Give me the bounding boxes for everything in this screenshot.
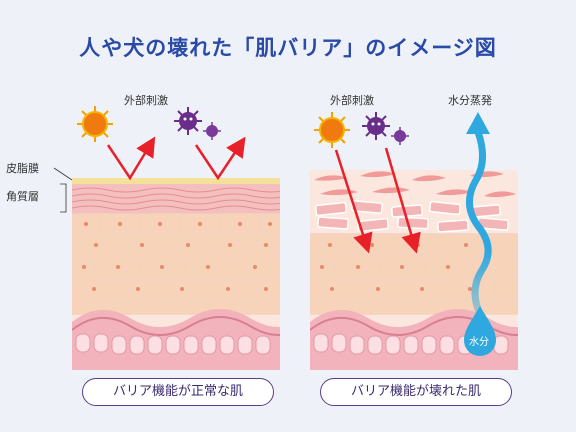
- bounce-arrow-left-2: [194, 136, 246, 181]
- normal-skin-caption: バリア機能が正常な肌: [82, 378, 274, 406]
- external-stimulus-label-right: 外部刺激: [330, 94, 374, 107]
- broken-skin-caption: バリア機能が壊れた肌: [320, 378, 512, 406]
- layer-pointers: [53, 167, 73, 213]
- sebum-layer: [72, 178, 280, 184]
- bounce-arrow-left-1: [106, 136, 156, 181]
- water-evaporation-label: 水分蒸発: [448, 94, 492, 107]
- penetration-arrow-1: [334, 149, 373, 254]
- virus-icon-right-large: [362, 112, 390, 140]
- penetration-arrow-2: [384, 147, 421, 254]
- virus-icon-left-large: [174, 107, 202, 135]
- broken-corneum-flakes: [314, 171, 516, 198]
- water-arrow-head: [466, 112, 490, 134]
- broken-corneum-cells: [315, 200, 509, 233]
- moisture-label: 水分: [469, 337, 489, 348]
- sun-icon-right: [314, 112, 350, 148]
- water-evaporation-arrow: [466, 128, 492, 322]
- page-title: 人や犬の壊れた「肌バリア」のイメージ図: [79, 36, 497, 60]
- normal-skin-panel: [72, 178, 280, 370]
- broken-skin-panel: [310, 170, 518, 370]
- sebum-membrane-label: 皮脂膜: [6, 162, 39, 175]
- stratum-corneum-label: 角質層: [6, 190, 39, 203]
- corneum-layer: [72, 184, 280, 214]
- cell-nuclei: [82, 222, 272, 291]
- sun-icon-left: [77, 106, 113, 142]
- basal-cells: [75, 333, 271, 355]
- epidermis-cells: [72, 213, 280, 315]
- virus-icon-left-small: [203, 122, 221, 140]
- virus-icon-right-small: [391, 127, 409, 145]
- external-stimulus-label-left: 外部刺激: [124, 94, 168, 107]
- water-drop-icon: [464, 306, 496, 356]
